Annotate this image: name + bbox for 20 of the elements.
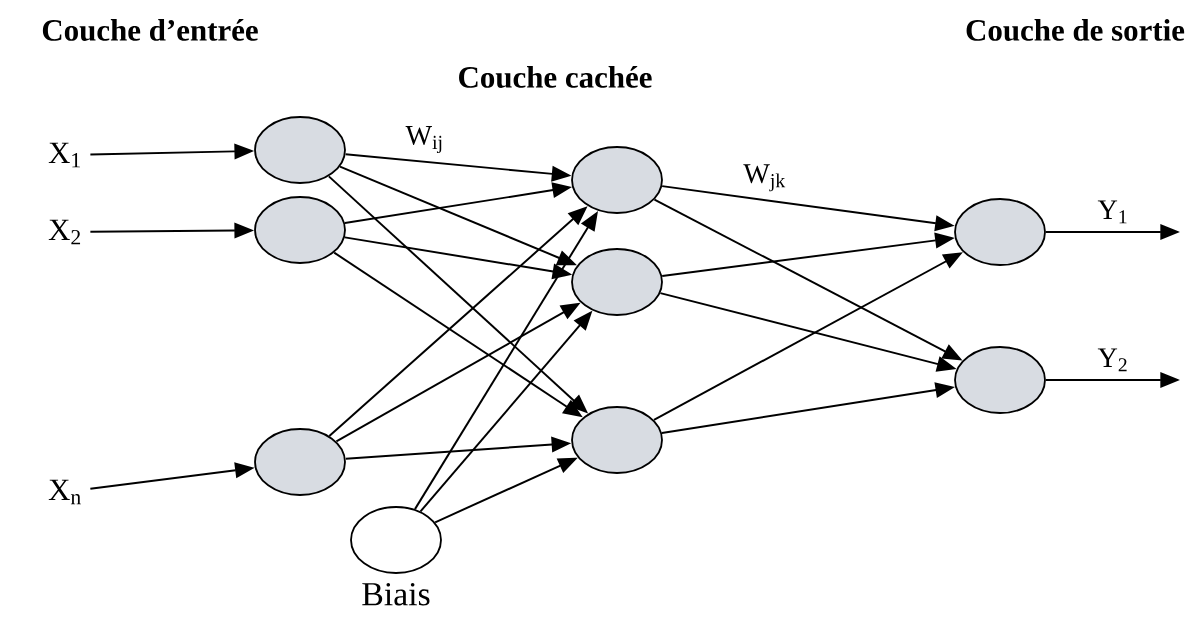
neuron [954, 346, 1046, 414]
input-label: X$_{2}$ [48, 219, 81, 245]
neuron [254, 196, 346, 264]
edge-label: Y$_{2}$ [1097, 348, 1127, 372]
neuron [254, 428, 346, 496]
neuron [254, 116, 346, 184]
input-label: X$_{1}$ [48, 142, 80, 168]
edge-label: Y$_{1}$ [1097, 200, 1127, 224]
edge-label: W$_{jk}$ [743, 164, 786, 192]
edge-label: W$_{ij}$ [405, 126, 442, 154]
layer-heading: Couche de sortie [966, 19, 1185, 41]
input-label: X$_{n}$ [48, 479, 81, 505]
neuron [571, 146, 663, 214]
bias-neuron [350, 506, 442, 574]
neuron [571, 248, 663, 316]
neuron [571, 406, 663, 474]
neuron [954, 198, 1046, 266]
node-caption: Biais [362, 582, 430, 606]
layer-heading: Couche cachée [459, 66, 652, 88]
layer-heading: Couche d’entrée [42, 19, 258, 41]
